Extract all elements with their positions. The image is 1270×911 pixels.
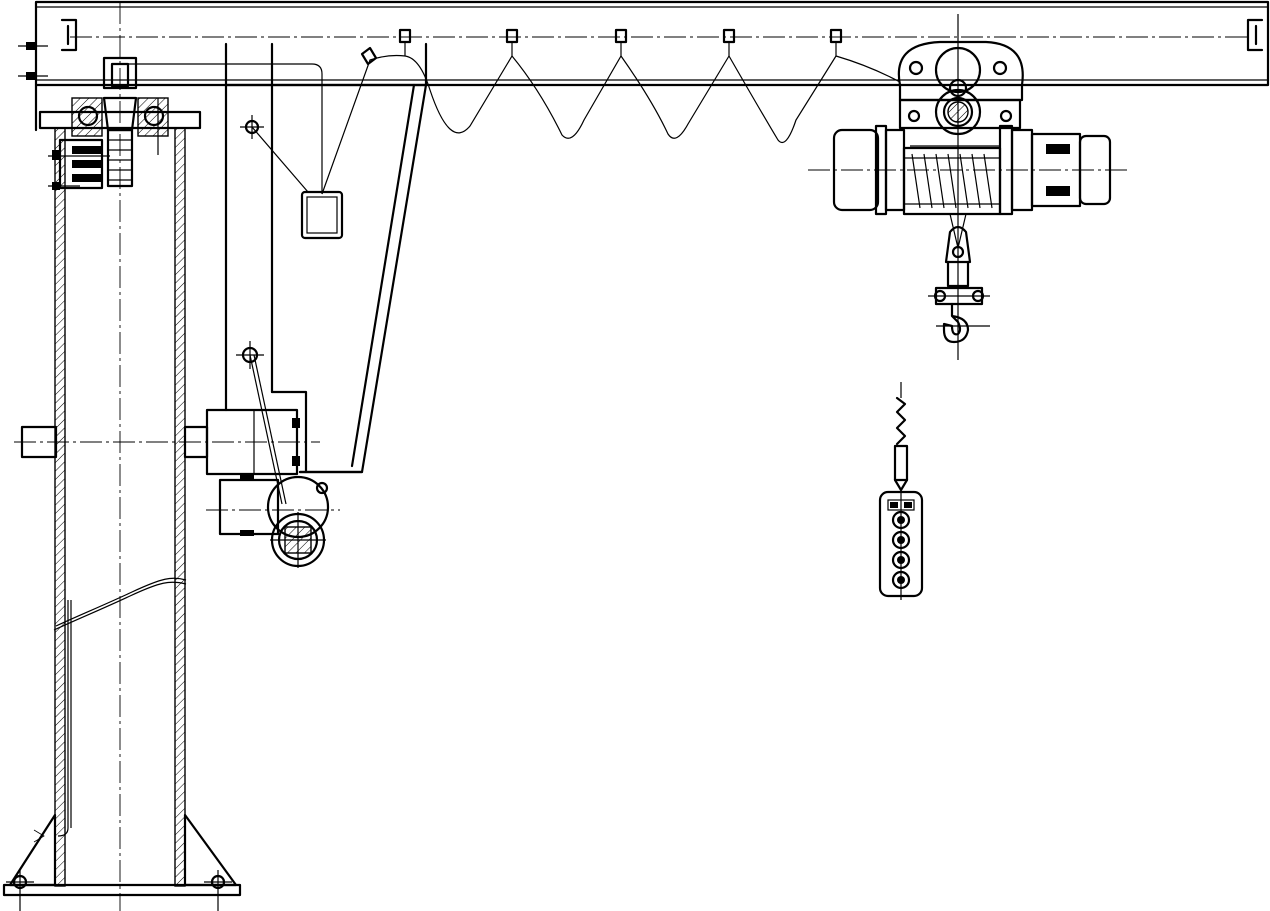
column [2,2,320,911]
jib-arm-support [120,42,428,474]
hook-block [928,213,990,344]
pendant-button [891,570,911,590]
anchor-bolt-right [204,870,232,911]
anchor-bolt-left [6,870,34,911]
electric-hoist [808,14,1130,360]
festoon-hanger [829,28,843,56]
slewing-bearing [48,56,169,190]
pendant-button [891,550,911,570]
festoon-hanger [614,28,628,56]
festoon-hanger [505,28,519,56]
festoon-hanger [722,28,736,56]
junction-box [300,190,344,240]
pendant-control [878,382,924,600]
pendant-button [891,530,911,550]
slewing-drive [205,354,340,568]
jib-beam [18,0,1270,132]
festoon-cable [321,28,901,195]
pendant-button [891,510,911,530]
festoon-hanger [398,28,412,56]
